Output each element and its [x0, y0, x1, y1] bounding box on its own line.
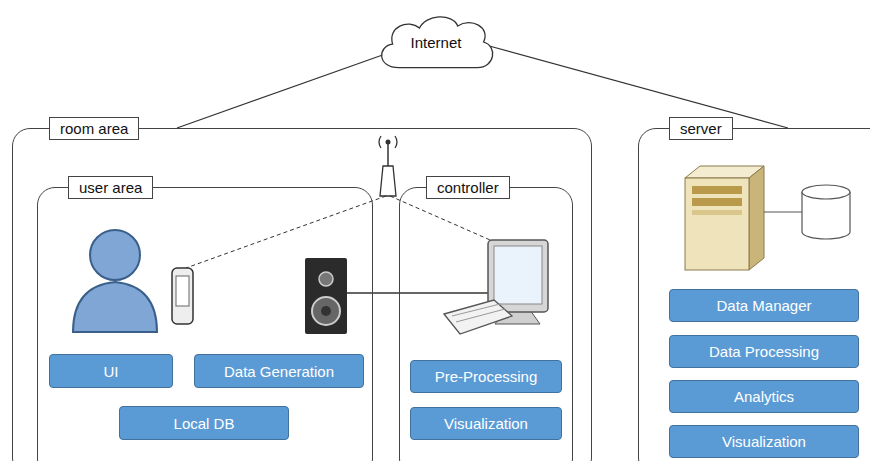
- computer-icon: [444, 240, 548, 334]
- phone-icon: [172, 268, 193, 324]
- user-icon: [73, 230, 157, 332]
- module-box: Local DB: [119, 406, 289, 440]
- module-label: Data Processing: [709, 343, 819, 360]
- area-heading: controller: [426, 176, 510, 199]
- cloud-node: Internet: [374, 12, 498, 72]
- module-label: Pre-Processing: [435, 368, 538, 385]
- server-icon: [685, 166, 764, 270]
- wireless-link: [390, 196, 497, 243]
- module-box: Visualization: [410, 407, 562, 440]
- area-box: user areaUIData GenerationLocal DB: [37, 187, 373, 461]
- network-link: [177, 53, 389, 128]
- module-label: Visualization: [722, 433, 806, 450]
- module-box: UI: [49, 354, 173, 388]
- module-label: Data Manager: [716, 297, 811, 314]
- module-label: Visualization: [444, 415, 528, 432]
- module-label: UI: [104, 363, 119, 380]
- area-box: room areauser areaUIData GenerationLocal…: [12, 128, 592, 461]
- area-heading: room area: [49, 117, 139, 140]
- storage-link: [764, 211, 802, 212]
- module-box: Data Generation: [194, 354, 364, 388]
- area-heading: server: [669, 117, 733, 140]
- database-icon: [802, 185, 850, 239]
- module-box: Data Manager: [669, 289, 859, 322]
- area-box: controllerPre-ProcessingVisualization: [399, 187, 573, 461]
- wireless-link: [186, 196, 386, 268]
- module-box: Pre-Processing: [410, 360, 562, 393]
- network-link: [486, 45, 788, 128]
- module-box: Analytics: [669, 380, 859, 413]
- cloud-label: Internet: [411, 34, 462, 51]
- module-label: Analytics: [734, 388, 794, 405]
- area-box: serverData ManagerData ProcessingAnalyti…: [638, 128, 870, 461]
- module-box: Data Processing: [669, 335, 859, 368]
- module-label: Local DB: [174, 415, 235, 432]
- area-heading: user area: [68, 176, 153, 199]
- speaker-icon: [305, 258, 347, 334]
- module-label: Data Generation: [224, 363, 334, 380]
- antenna-icon: [379, 136, 397, 196]
- audio-wire: [347, 292, 488, 293]
- module-box: Visualization: [669, 425, 859, 458]
